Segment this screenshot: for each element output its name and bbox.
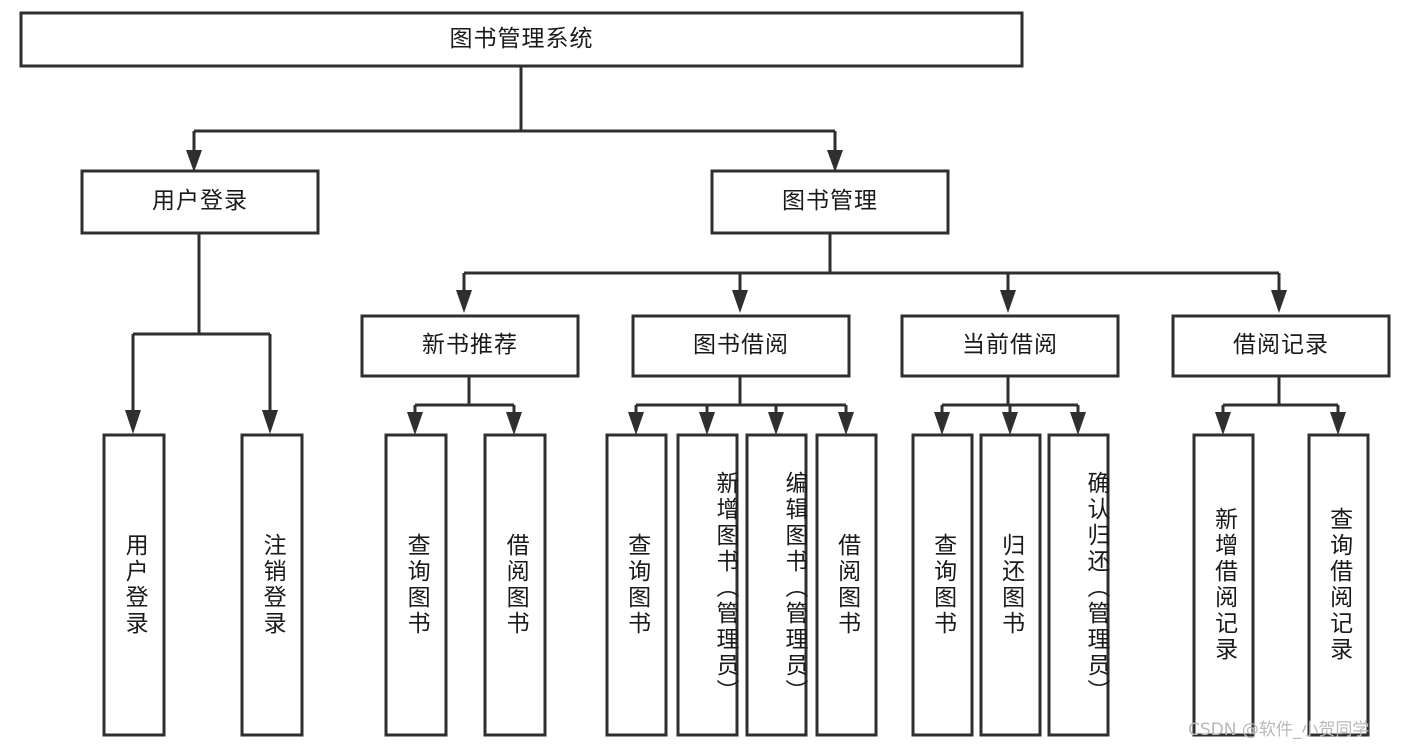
connectors-bookmgmt-to-level3 [456,233,1287,313]
leaf-box-user-logout[interactable] [240,433,304,737]
leaf-box-borrow-book-2[interactable] [815,433,878,737]
connectors-bookborrow-to-leaves [628,377,854,435]
leaf-box-user-login[interactable] [102,433,166,737]
leaf-box-query-book-1[interactable] [384,433,448,737]
leaf-box-return-book[interactable] [979,433,1042,737]
leaf-box-add-book[interactable] [676,433,739,737]
node-current-borrow-box[interactable] [900,314,1120,378]
node-root-box[interactable] [19,11,1024,68]
connectors-newbook-to-leaves [407,377,522,435]
leaf-box-edit-book[interactable] [745,433,808,737]
leaf-box-query-record[interactable] [1307,433,1370,737]
connectors-root-to-level2 [186,66,843,172]
node-new-book-recommend-box[interactable] [360,314,580,378]
leaf-box-query-book-3[interactable] [911,433,974,737]
leaf-box-confirm-return[interactable] [1047,433,1110,737]
leaf-box-borrow-book-1[interactable] [483,433,547,737]
connectors-userlogin-to-leaves [125,233,278,434]
node-book-borrow-box[interactable] [631,314,851,378]
node-user-login-box[interactable] [80,169,320,235]
leaf-box-query-book-2[interactable] [605,433,668,737]
node-borrow-record-box[interactable] [1171,314,1391,378]
node-book-management-box[interactable] [710,169,950,235]
connectors-borrowrecord-to-leaves [1215,377,1346,435]
connectors-currentborrow-to-leaves [934,377,1086,435]
leaf-box-add-record[interactable] [1192,433,1255,737]
watermark-text: CSDN @软件_小贺同学 [1188,720,1370,740]
